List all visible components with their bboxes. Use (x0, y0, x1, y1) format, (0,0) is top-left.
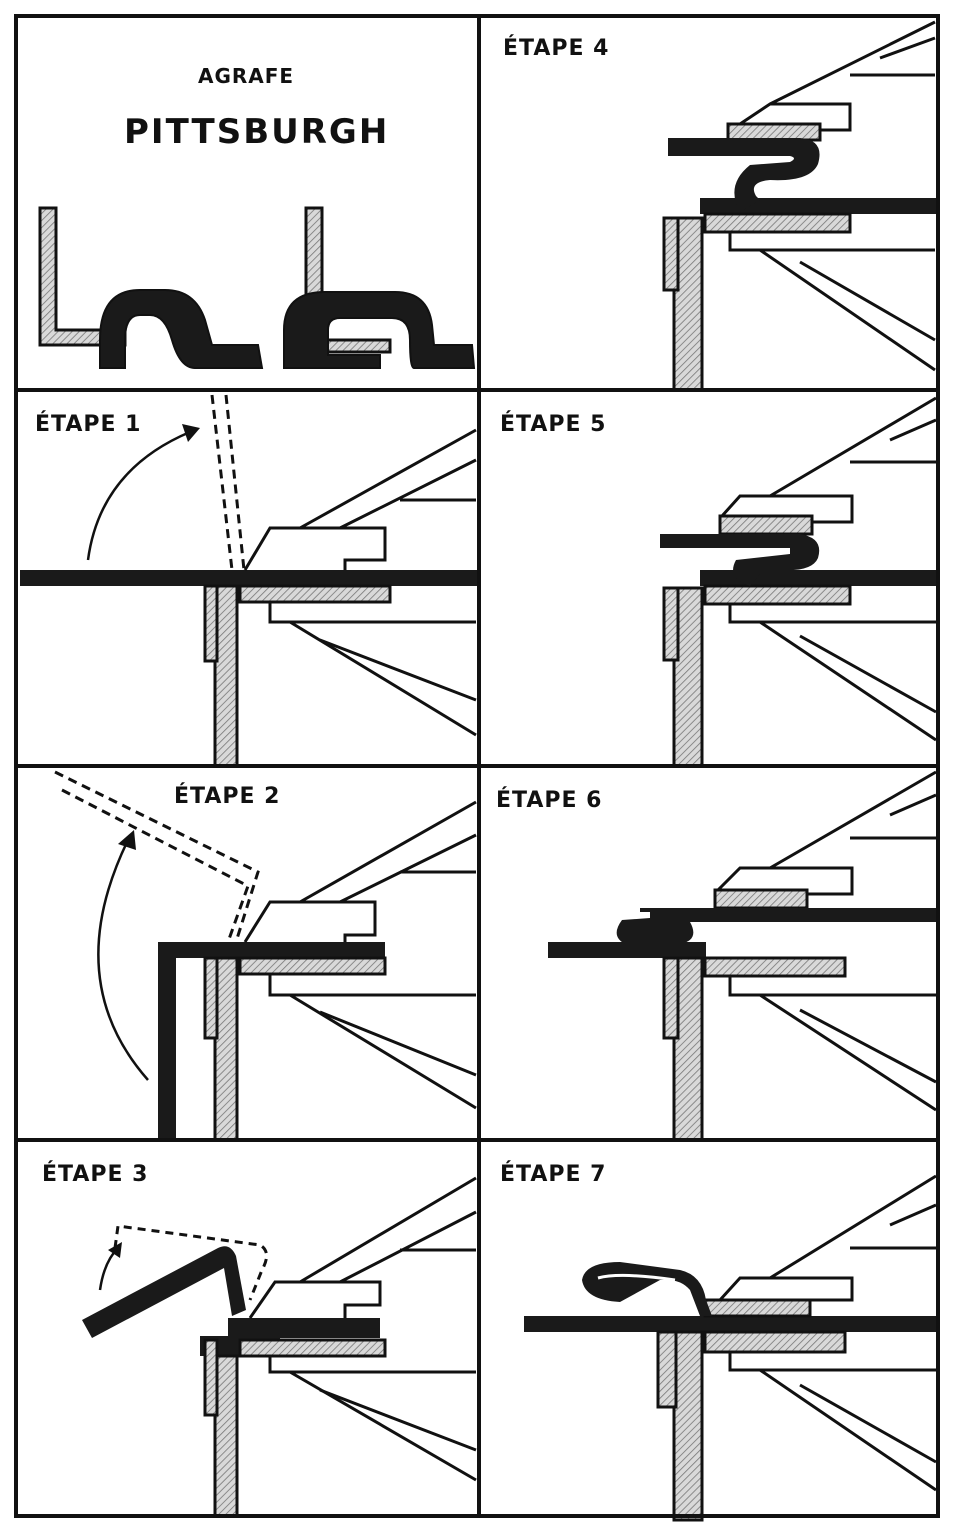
step-4-illustration (662, 20, 940, 392)
subtitle: AGRAFE (198, 64, 295, 88)
step-3-illustration (82, 1176, 477, 1518)
page-title: PITTSBURGH (124, 112, 390, 152)
row-divider-1 (14, 388, 940, 392)
intro-illustration (38, 206, 476, 369)
step-4-label: ÉTAPE 4 (503, 36, 610, 61)
step-7-illustration (524, 1174, 937, 1522)
step-5-label: ÉTAPE 5 (500, 412, 607, 437)
step-1-illustration (20, 394, 480, 768)
step-6-illustration (548, 770, 937, 1142)
step-2-label: ÉTAPE 2 (174, 784, 281, 809)
row-divider-2 (14, 764, 940, 768)
step-7-label: ÉTAPE 7 (500, 1162, 607, 1187)
row-divider-3 (14, 1138, 940, 1142)
step-6-label: ÉTAPE 6 (496, 788, 603, 813)
step-1-label: ÉTAPE 1 (35, 412, 142, 437)
step-3-label: ÉTAPE 3 (42, 1162, 149, 1187)
step-2-illustration (54, 770, 477, 1142)
step-5-illustration (660, 396, 937, 768)
